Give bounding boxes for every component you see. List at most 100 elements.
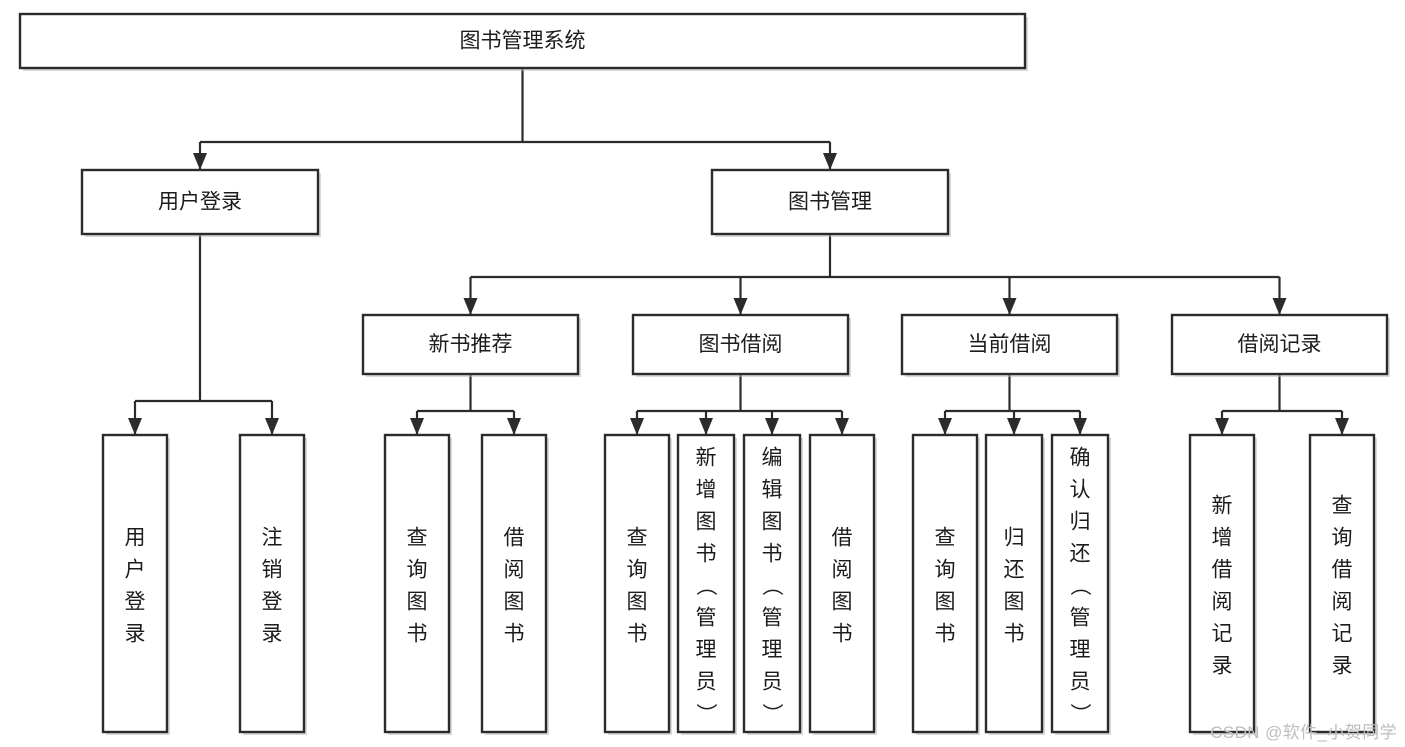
node-label-leaf-borrow-book-1: 图 — [504, 590, 525, 613]
node-user-login[interactable]: 用户登录 — [80, 168, 321, 237]
node-label-leaf-edit-book: 书 — [762, 542, 783, 565]
node-label-leaf-edit-book: 图 — [762, 510, 783, 533]
node-label-leaf-borrow-book-1: 书 — [504, 622, 525, 645]
node-label-leaf-add-record: 阅 — [1212, 590, 1233, 613]
node-label-leaf-edit-book: 管 — [762, 606, 783, 629]
node-label-leaf-confirm-return: 还 — [1070, 542, 1091, 565]
node-box-borrow-record[interactable] — [1170, 313, 1389, 376]
node-box-leaf-add-book[interactable] — [676, 433, 736, 734]
node-box-leaf-query-book-1[interactable] — [383, 433, 451, 734]
node-root[interactable]: 图书管理系统 — [18, 12, 1028, 71]
node-box-leaf-return-book[interactable] — [984, 433, 1044, 734]
node-box-new-book-recommend[interactable] — [361, 313, 580, 376]
node-box-root[interactable] — [18, 12, 1027, 70]
node-label-leaf-query-book-2: 询 — [627, 558, 648, 581]
node-label-leaf-add-book: 书 — [696, 542, 717, 565]
node-leaf-user-login[interactable]: 用户登录 — [101, 433, 170, 735]
node-label-leaf-query-book-1: 查 — [407, 526, 428, 549]
connector-arrow-icon — [1002, 298, 1017, 315]
node-box-book-management[interactable] — [710, 168, 950, 236]
node-label-leaf-add-record: 录 — [1212, 654, 1233, 677]
node-new-book-recommend[interactable]: 新书推荐 — [361, 313, 581, 377]
connector-arrow-icon — [410, 418, 424, 435]
connector-arrow-icon — [733, 298, 748, 315]
node-label-leaf-add-book: 理 — [696, 638, 717, 661]
node-current-borrow[interactable]: 当前借阅 — [900, 313, 1120, 377]
node-box-leaf-edit-book[interactable] — [742, 433, 802, 734]
node-label-leaf-confirm-return: （ — [1068, 575, 1091, 596]
node-label-leaf-add-book: 新 — [696, 446, 717, 469]
node-label-leaf-confirm-return: 确 — [1070, 446, 1091, 469]
node-box-book-borrow[interactable] — [631, 313, 850, 376]
node-label-new-book-recommend: 新书推荐 — [429, 333, 513, 356]
node-label-leaf-return-book: 书 — [1004, 622, 1025, 645]
node-label-leaf-query-record: 阅 — [1332, 590, 1353, 613]
connector-arrow-icon — [699, 418, 713, 435]
node-label-leaf-edit-book: 理 — [762, 638, 783, 661]
node-box-current-borrow[interactable] — [900, 313, 1119, 376]
node-box-leaf-query-record[interactable] — [1308, 433, 1376, 734]
node-box-leaf-borrow-book-1[interactable] — [480, 433, 548, 734]
node-label-borrow-record: 借阅记录 — [1238, 333, 1322, 356]
connector-arrow-icon — [765, 418, 779, 435]
node-box-leaf-query-book-3[interactable] — [911, 433, 979, 734]
node-label-leaf-query-book-1: 图 — [407, 590, 428, 613]
node-label-root: 图书管理系统 — [460, 30, 586, 53]
node-label-leaf-confirm-return: 员 — [1070, 670, 1091, 693]
node-label-leaf-query-book-3: 图 — [935, 590, 956, 613]
node-label-leaf-query-record: 录 — [1332, 654, 1353, 677]
connector-arrow-icon — [823, 153, 837, 170]
node-label-leaf-borrow-book-1: 阅 — [504, 558, 525, 581]
node-box-leaf-query-book-2[interactable] — [603, 433, 671, 734]
node-box-user-login[interactable] — [80, 168, 320, 236]
node-label-leaf-add-book: 图 — [696, 510, 717, 533]
node-borrow-record[interactable]: 借阅记录 — [1170, 313, 1390, 377]
node-label-leaf-borrow-book-2: 图 — [832, 590, 853, 613]
node-label-leaf-confirm-return: 认 — [1070, 478, 1091, 501]
node-label-leaf-query-record: 查 — [1332, 494, 1353, 517]
node-label-leaf-confirm-return: 管 — [1070, 606, 1091, 629]
node-book-management[interactable]: 图书管理 — [710, 168, 951, 237]
node-label-leaf-user-logout: 注 — [262, 526, 283, 549]
connector-arrow-icon — [1335, 418, 1349, 435]
node-label-leaf-user-logout: 录 — [262, 622, 283, 645]
node-box-leaf-add-record[interactable] — [1188, 433, 1256, 734]
node-label-book-borrow: 图书借阅 — [699, 333, 783, 356]
node-label-leaf-user-login: 用 — [125, 526, 146, 549]
node-label-leaf-user-logout: 登 — [262, 590, 283, 613]
node-label-leaf-borrow-book-2: 书 — [832, 622, 853, 645]
node-label-leaf-add-record: 新 — [1212, 494, 1233, 517]
node-label-leaf-confirm-return: ） — [1068, 703, 1091, 724]
connector-arrow-icon — [463, 298, 478, 315]
node-box-leaf-user-login[interactable] — [101, 433, 169, 734]
node-label-leaf-confirm-return: 归 — [1070, 510, 1091, 533]
node-label-leaf-query-book-1: 询 — [407, 558, 428, 581]
node-box-leaf-borrow-book-2[interactable] — [808, 433, 876, 734]
node-label-leaf-edit-book: 员 — [762, 670, 783, 693]
node-label-leaf-add-book: （ — [694, 575, 717, 596]
node-label-leaf-confirm-return: 理 — [1070, 638, 1091, 661]
node-box-leaf-user-logout[interactable] — [238, 433, 306, 734]
connector-arrow-icon — [507, 418, 521, 435]
node-label-leaf-edit-book: 辑 — [762, 478, 783, 501]
node-book-borrow[interactable]: 图书借阅 — [631, 313, 851, 377]
node-box-leaf-confirm-return[interactable] — [1050, 433, 1110, 734]
node-label-leaf-borrow-book-1: 借 — [504, 526, 525, 549]
connector-arrow-icon — [835, 418, 849, 435]
node-label-leaf-query-book-3: 书 — [935, 622, 956, 645]
node-label-leaf-add-record: 借 — [1212, 558, 1233, 581]
node-label-leaf-add-book: ） — [694, 703, 717, 724]
